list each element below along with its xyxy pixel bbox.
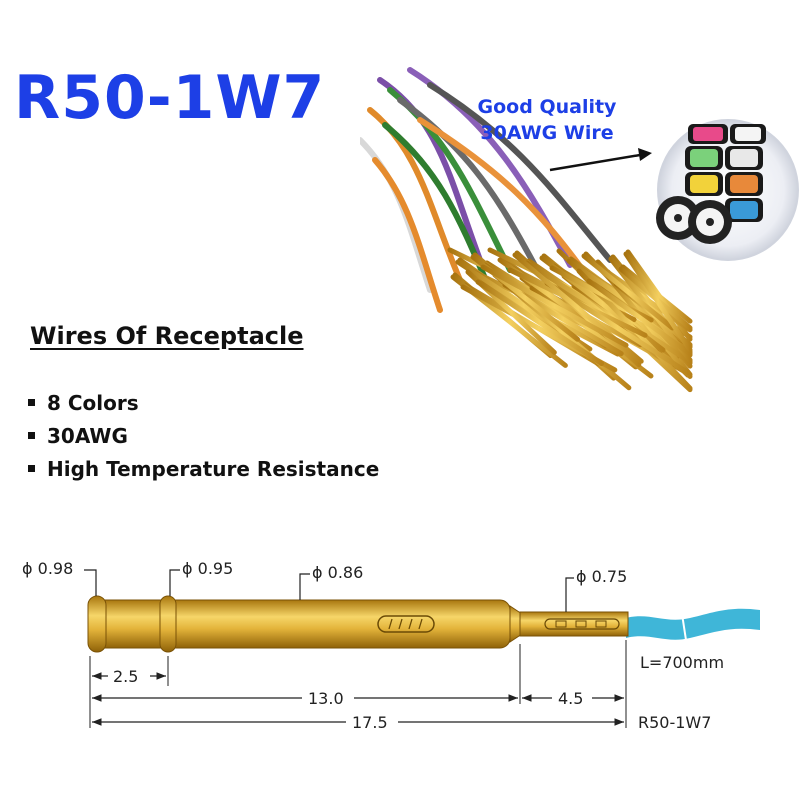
bullet-icon	[28, 432, 35, 439]
features-heading: Wires Of Receptacle	[30, 322, 304, 350]
bullet-icon	[28, 465, 35, 472]
wire-bundle-image	[360, 67, 799, 393]
dimension-17-5: 17.5	[352, 713, 388, 732]
gold-pin	[623, 251, 693, 353]
wire-spools-image	[656, 124, 766, 244]
list-item: 8 Colors	[28, 386, 379, 419]
gold-pin	[586, 278, 693, 357]
dimension-13-0: 13.0	[308, 689, 344, 708]
wire	[626, 608, 760, 640]
receptacle-pin	[87, 595, 629, 653]
gold-pin	[475, 279, 605, 367]
product-title: R50-1W7	[14, 63, 326, 133]
dimension-2-5: 2.5	[113, 667, 138, 686]
callout-line-2: 30AWG Wire	[480, 122, 614, 144]
bullet-icon	[28, 399, 35, 406]
dimension-4-5: 4.5	[558, 689, 583, 708]
feature-list: 8 Colors 30AWG High Temperature Resistan…	[28, 386, 379, 485]
callout-line-1: Good Quality	[477, 96, 617, 118]
list-item: High Temperature Resistance	[28, 452, 379, 485]
model-label: R50-1W7	[638, 713, 711, 732]
diameter-label-1: ϕ 0.98	[22, 559, 73, 578]
quality-callout: Good Quality 30AWG Wire	[466, 94, 628, 146]
gold-pin	[544, 280, 691, 376]
diameter-label-2: ϕ 0.95	[182, 559, 233, 578]
diameter-label-4: ϕ 0.75	[576, 567, 627, 586]
gold-pin	[581, 253, 675, 331]
gold-pin	[480, 264, 629, 348]
dimension-drawing: ϕ 0.98 ϕ 0.95 ϕ 0.86 ϕ 0.75 2.5 13.0 4.5…	[22, 559, 760, 732]
wire-length-label: L=700mm	[640, 653, 724, 672]
diameter-label-3: ϕ 0.86	[312, 563, 363, 582]
list-item: 30AWG	[28, 419, 379, 452]
